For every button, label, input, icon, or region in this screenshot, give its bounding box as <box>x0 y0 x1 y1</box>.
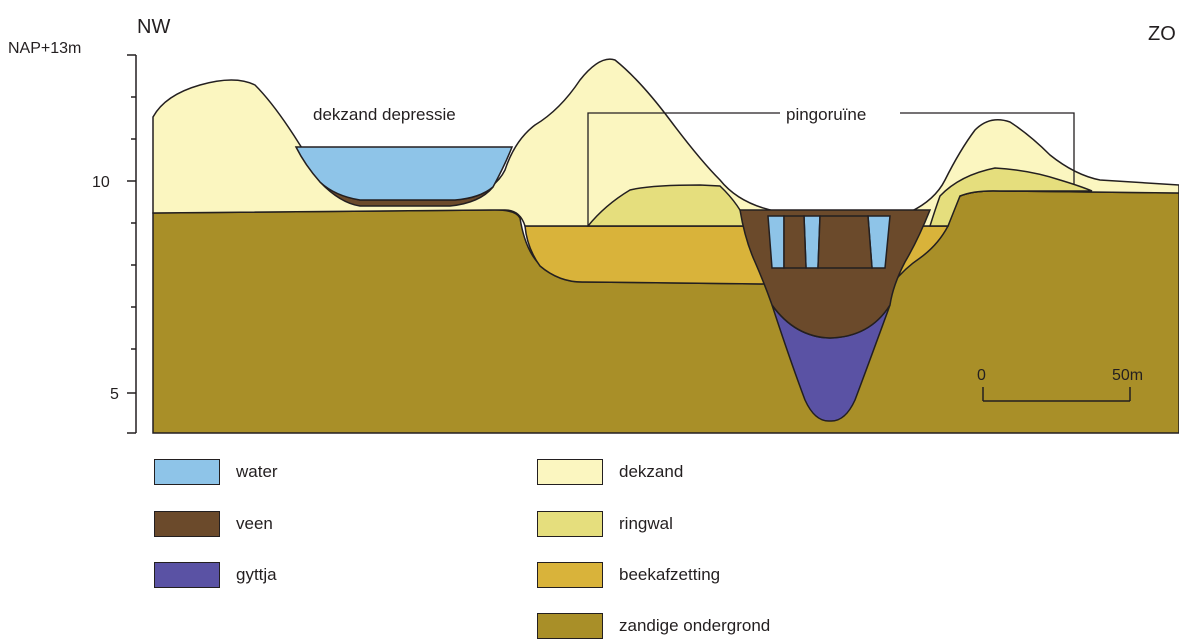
axis-tick-10: 10 <box>92 174 110 191</box>
pingo-peat-plugs <box>784 216 872 268</box>
axis-top-label: NAP+13m <box>8 40 81 57</box>
axis-tick-5: 5 <box>110 386 119 403</box>
direction-zo: ZO <box>1148 23 1176 45</box>
scale-end-label: 50m <box>1112 367 1143 384</box>
y-axis <box>127 55 136 433</box>
direction-nw: NW <box>137 16 170 38</box>
label-dekzand-depressie: dekzand depressie <box>313 105 456 124</box>
scale-start-label: 0 <box>977 367 986 384</box>
label-pingoruine: pingoruïne <box>786 105 866 124</box>
